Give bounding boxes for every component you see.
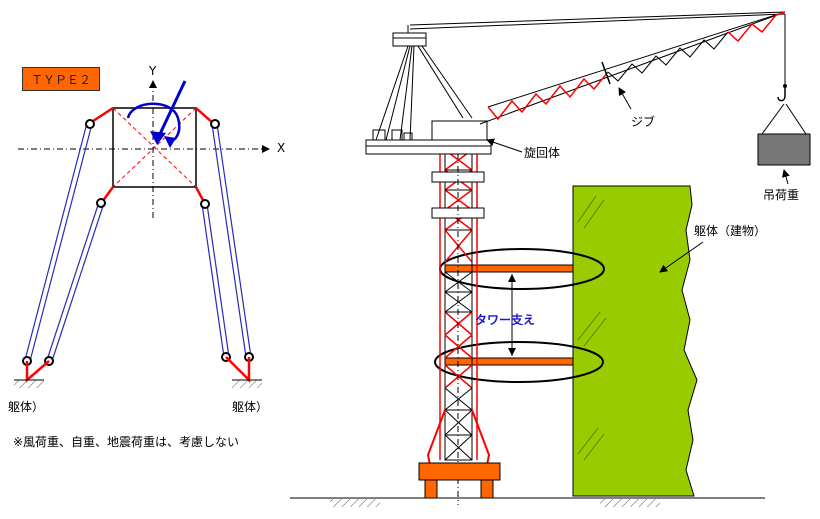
pendant-line-2 — [409, 13, 786, 30]
ground-hatch-right — [232, 380, 262, 388]
mast-square — [112, 107, 197, 188]
building-leader — [659, 241, 704, 273]
connector-top-left — [89, 106, 114, 125]
support-right-label: 躯体） — [232, 400, 269, 414]
load-note: ※風荷重、自重、地震荷重は、考慮しない — [13, 435, 240, 449]
base-leg-right — [480, 479, 494, 499]
slewing-body — [365, 120, 492, 155]
jib-label: ジブ — [631, 115, 656, 129]
jib — [479, 11, 786, 125]
brace-left-outer — [24, 122, 93, 362]
jib-lattice-red-tip — [727, 11, 786, 43]
pendant-line — [409, 11, 786, 26]
type-badge: ＴＹＰＥ２ — [22, 67, 100, 91]
building-label: 躯体（建物） — [694, 224, 767, 238]
building-body — [572, 185, 698, 497]
tower-support-label: タワー支え — [475, 313, 536, 327]
hook-icon — [777, 88, 786, 102]
support-left-label: 躯体） — [8, 400, 45, 414]
jib-leader — [618, 87, 632, 110]
a-frame — [375, 25, 473, 141]
load-label: 吊荷重 — [763, 188, 800, 202]
ground-hatch-left — [14, 380, 44, 388]
load-leader — [782, 169, 790, 185]
left-panel — [14, 80, 270, 388]
pin-joints — [22, 119, 254, 366]
jib-lattice-red — [487, 71, 609, 121]
ground-hatch-2 — [600, 499, 660, 507]
brace-left-inner — [46, 201, 105, 362]
mast-diagonal-2 — [112, 107, 197, 188]
y-axis-label: Y — [149, 64, 157, 78]
base-plate — [418, 462, 501, 481]
load-box — [757, 133, 811, 166]
ground-hatch-1 — [330, 499, 380, 507]
base-brace-right — [471, 409, 491, 466]
building-glare — [577, 195, 607, 461]
highlight-ellipse-lower — [434, 341, 604, 383]
tower-support-lower — [444, 357, 574, 366]
y-axis-arrow — [149, 80, 157, 88]
brace-right-outer — [211, 123, 252, 358]
slewing-leader — [486, 138, 523, 153]
jib-lattice-black — [607, 31, 729, 82]
base-leg-left — [424, 479, 438, 499]
slewing-body-label: 旋回体 — [524, 146, 561, 160]
force-arrowhead — [150, 131, 166, 145]
tower-support-upper — [444, 264, 574, 273]
rotation-arrowhead — [164, 136, 176, 148]
base-brace-left — [426, 409, 446, 466]
hook-block — [783, 84, 787, 88]
brace-right-inner — [201, 203, 230, 358]
x-axis-label: X — [277, 141, 286, 155]
x-axis-arrow — [262, 145, 270, 153]
force-arrow-line — [157, 80, 187, 137]
right-panel — [290, 11, 811, 507]
